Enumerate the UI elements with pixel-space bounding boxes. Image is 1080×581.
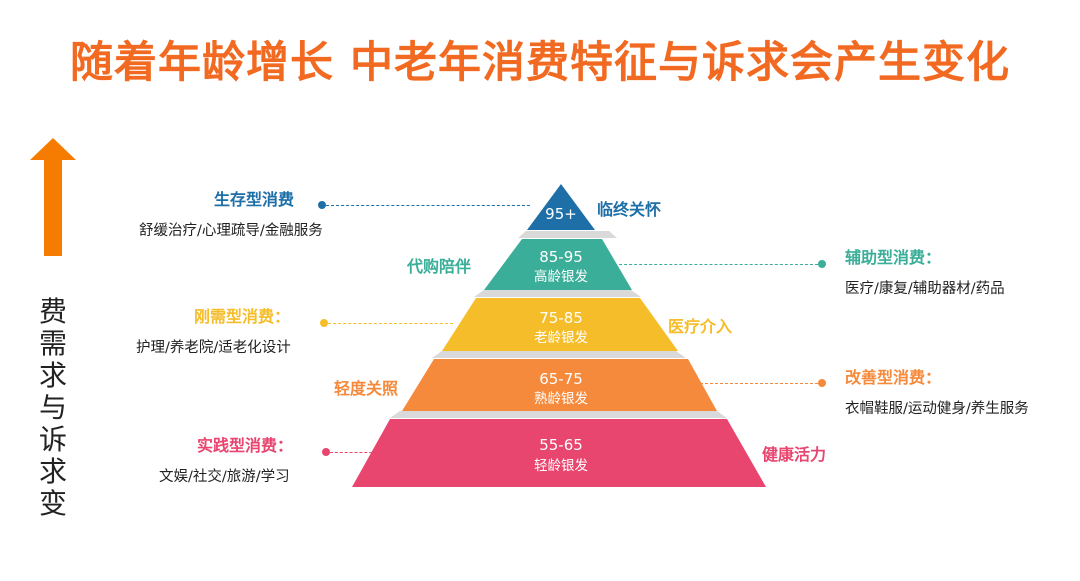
connector-dot-improvement — [818, 379, 826, 387]
category-title: 改善型消费： — [845, 368, 942, 387]
category-title: 刚需型消费： — [194, 307, 291, 326]
category-essential: 刚需型消费： 护理/养老院/适老化设计 — [136, 303, 291, 357]
level-range-95plus: 95+ — [545, 205, 577, 223]
level-range-85-95: 85-95 — [539, 248, 583, 266]
vertical-label: 费需求与诉求变 — [38, 295, 67, 520]
level-range-55-65: 55-65 — [539, 436, 583, 454]
level-name-55-65: 轻龄银发 — [534, 458, 588, 474]
pyramid-shadow-1 — [518, 231, 617, 238]
category-improvement: 改善型消费： 衣帽鞋服/运动健身/养生服务 — [845, 364, 1029, 418]
category-items: 医疗/康复/辅助器材/药品 — [845, 281, 1005, 297]
level-tag-companion: 代购陪伴 — [407, 257, 472, 276]
pyramid-level-95plus — [527, 184, 595, 230]
level-tag-hospice: 临终关怀 — [597, 200, 662, 219]
category-title: 生存型消费 — [214, 190, 295, 209]
level-tag-light-care: 轻度关照 — [334, 379, 399, 398]
connector-dot-survival — [318, 201, 326, 209]
arrow-up-shape — [30, 138, 76, 256]
connector-line-improvement — [700, 383, 818, 384]
pyramid-shadow-3 — [432, 351, 686, 358]
level-name-75-85: 老龄银发 — [534, 330, 588, 346]
level-range-75-85: 75-85 — [539, 309, 583, 327]
pyramid-level-65-75 — [402, 359, 717, 411]
connector-dot-practice — [322, 448, 330, 456]
category-items: 衣帽鞋服/运动健身/养生服务 — [845, 401, 1029, 417]
pyramid-shadow-4 — [390, 411, 727, 418]
connector-dot-essential — [320, 319, 328, 327]
arrow-up-icon — [30, 138, 76, 256]
connector-dot-assistive — [818, 260, 826, 268]
pyramid-shadow-2 — [474, 290, 641, 297]
level-tag-medical: 医疗介入 — [668, 317, 733, 336]
category-assistive: 辅助型消费： 医疗/康复/辅助器材/药品 — [845, 244, 1005, 298]
category-title: 实践型消费： — [197, 436, 294, 455]
level-name-85-95: 高龄银发 — [534, 268, 588, 285]
connector-line-essential — [328, 323, 453, 324]
category-items: 舒缓治疗/心理疏导/金融服务 — [139, 223, 323, 239]
pyramid-level-85-95 — [484, 239, 632, 290]
category-items: 文娱/社交/旅游/学习 — [159, 469, 290, 485]
connector-line-practice — [330, 452, 382, 453]
category-survival: 生存型消费 舒缓治疗/心理疏导/金融服务 — [139, 186, 323, 240]
level-tag-health-vitality: 健康活力 — [762, 445, 827, 464]
category-practice: 实践型消费： 文娱/社交/旅游/学习 — [159, 432, 293, 486]
connector-line-assistive — [604, 264, 818, 265]
pyramid-level-55-65 — [352, 419, 766, 487]
connector-line-survival — [326, 205, 530, 206]
page-title: 随着年龄增长 中老年消费特征与诉求会产生变化 — [70, 38, 1010, 88]
pyramid-level-75-85 — [442, 298, 678, 351]
category-items: 护理/养老院/适老化设计 — [136, 340, 291, 356]
level-range-65-75: 65-75 — [539, 370, 583, 388]
category-title: 辅助型消费： — [845, 248, 942, 267]
level-name-65-75: 熟龄银发 — [534, 391, 588, 407]
